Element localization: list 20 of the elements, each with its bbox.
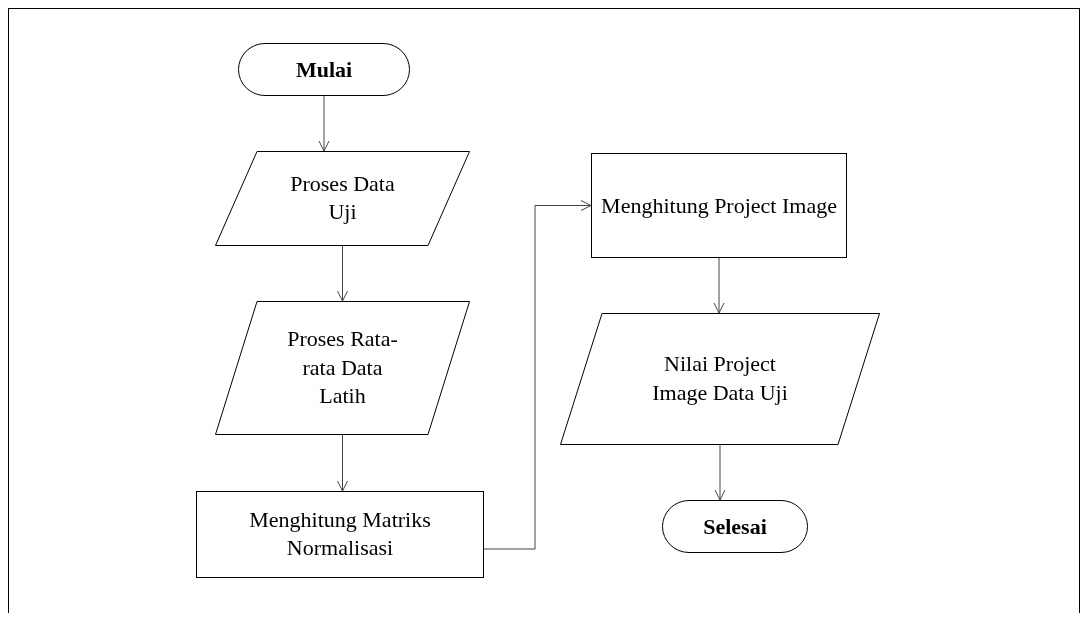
node-label: Nilai Project Image Data Uji (651, 350, 789, 407)
node-label: Proses Data Uji (289, 169, 396, 227)
arrow (483, 200, 592, 550)
process-box (591, 153, 847, 258)
input-output-parallelogram (215, 301, 470, 435)
input-output-parallelogram (560, 313, 880, 445)
arrow (318, 95, 330, 152)
arrow (337, 245, 348, 302)
node-label: Selesai (702, 512, 768, 541)
terminator-shape (662, 500, 808, 553)
node-label: Proses Rata-rata Data Latih (286, 325, 399, 411)
terminator-shape (238, 43, 410, 96)
arrow (337, 434, 348, 492)
arrow (714, 444, 726, 501)
process-box (196, 491, 484, 578)
node-label: Menghitung Project Image (600, 191, 838, 220)
arrow (713, 257, 725, 314)
input-output-parallelogram (215, 151, 470, 246)
node-label: Menghitung Matriks Normalisasi (248, 505, 432, 563)
node-label: Mulai (294, 55, 354, 84)
